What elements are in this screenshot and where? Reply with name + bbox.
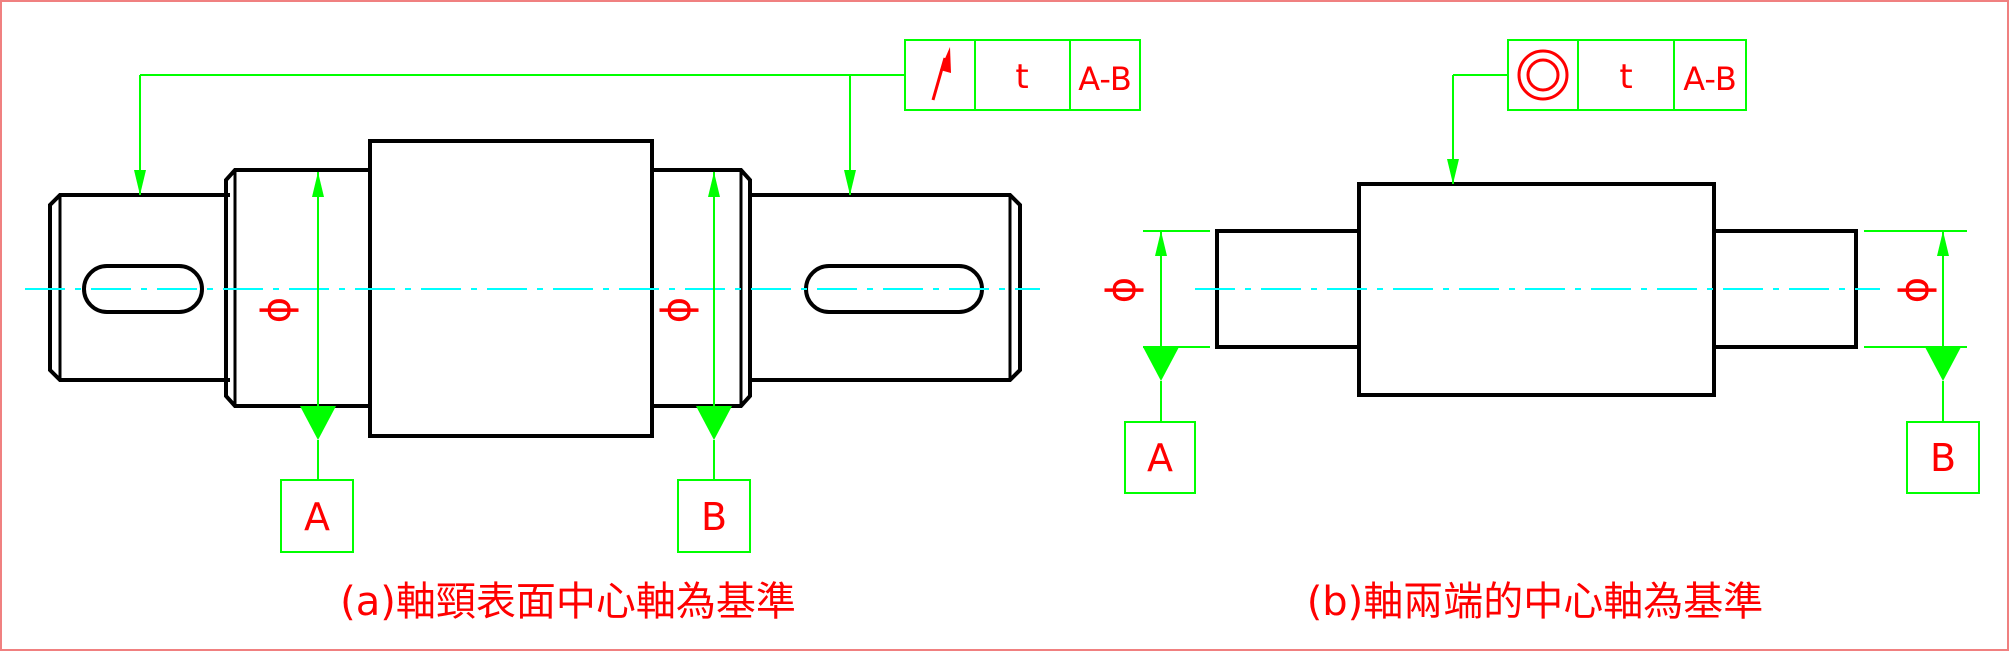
- figure-b: t A-B ϕ A ϕ B: [1099, 39, 1980, 625]
- figure-a: t A-B ϕ A ϕ B (a)軸頸表面中心軸為基準: [25, 39, 1141, 625]
- diameter-dimension-left-b: ϕ: [1099, 230, 1210, 422]
- tolerance-value-b: t: [1619, 57, 1632, 97]
- datum-box-b-left: A: [1124, 421, 1196, 494]
- datum-reference-a: A-B: [1078, 60, 1132, 98]
- datum-reference-b: A-B: [1683, 60, 1737, 98]
- datum-box-a-right: B: [677, 479, 751, 553]
- caption-a: (a)軸頸表面中心軸為基準: [340, 579, 796, 625]
- diameter-dimension-right-b: ϕ: [1864, 230, 1967, 422]
- feature-control-frame-b: t A-B: [1507, 39, 1747, 111]
- diameter-symbol: ϕ: [254, 297, 300, 323]
- diameter-symbol: ϕ: [1892, 277, 1938, 303]
- datum-label: A: [304, 495, 330, 539]
- datum-box-a-left: A: [280, 479, 354, 553]
- concentricity-double-circle-icon: [1517, 49, 1569, 101]
- datum-label: A: [1147, 436, 1173, 480]
- datum-label: B: [701, 495, 727, 539]
- caption-b: (b)軸兩端的中心軸為基準: [1307, 579, 1764, 625]
- circular-runout-arrow-icon: [931, 47, 951, 101]
- feature-control-frame-a: t A-B: [904, 39, 1141, 111]
- diameter-symbol: ϕ: [654, 297, 700, 323]
- leader-lines-a: [134, 74, 905, 195]
- keyway-left: [82, 264, 204, 314]
- diameter-dimension-left-a: ϕ: [254, 172, 336, 480]
- diameter-symbol: ϕ: [1099, 277, 1145, 303]
- diameter-dimension-right-a: ϕ: [654, 172, 732, 480]
- datum-label: B: [1930, 436, 1956, 480]
- tolerance-value-a: t: [1015, 57, 1028, 97]
- leader-line-b: [1447, 74, 1508, 184]
- datum-box-b-right: B: [1906, 421, 1980, 494]
